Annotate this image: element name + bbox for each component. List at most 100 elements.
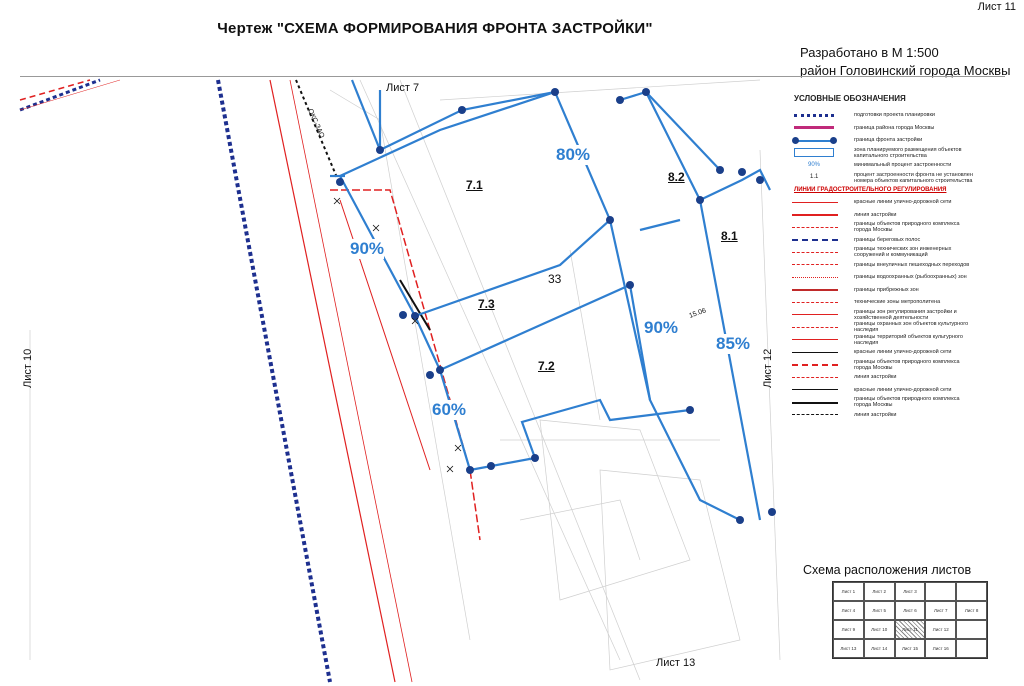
regulation-legend-item: линия застройки (782, 371, 978, 384)
regulation-legend-item: границы объектов природного комплекса го… (782, 359, 978, 372)
scheme-cell (956, 639, 987, 658)
scheme-cell: Лист 5 (863, 601, 895, 620)
regulation-legend-item: красные линии улично-дорожной сети (782, 346, 978, 359)
regulation-line-icon (782, 384, 848, 395)
red-lines (19, 79, 481, 683)
percent-label-90-right: 90% (644, 318, 679, 338)
regulation-line-icon (782, 397, 848, 408)
regulation-line-icon (782, 334, 848, 345)
regulation-legend-item: границы береговых полос (782, 234, 978, 247)
regulation-line-icon (782, 259, 848, 270)
dotted-blue-line-icon (782, 135, 848, 146)
scheme-cell: Лист 13 (833, 639, 864, 658)
legend-title: УСЛОВНЫЕ ОБОЗНАЧЕНИЯ (794, 94, 906, 103)
sheet-right-label: Лист 12 (762, 348, 774, 388)
regulation-legend-item: границы технических зон инженерных соору… (782, 246, 978, 259)
regulation-line-icon (782, 372, 848, 383)
percent-label-60: 60% (432, 400, 467, 420)
scheme-cell: Лист 8 (956, 601, 987, 620)
sheet-left-label: Лист 10 (22, 348, 34, 388)
regulation-line-icon (782, 209, 848, 220)
scheme-cell: Лист 4 (833, 601, 864, 620)
regulation-legend-item: границы водоохранных (рыбоохранных) зон (782, 271, 978, 284)
scheme-cell: Лист 1 (833, 582, 864, 601)
scheme-cell (956, 620, 987, 639)
sheet-top-label: Лист 7 (386, 82, 420, 94)
regulation-legend-item: технические зоны метрополитена (782, 296, 978, 309)
regulation-line-icon (782, 222, 848, 233)
scheme-cell: Лист 10 (863, 620, 895, 639)
legend-item: зона планируемого размещения объектов ка… (782, 147, 978, 160)
legend-item: подготовки проекта планировки (782, 109, 978, 122)
regulation-line-icon (782, 234, 848, 245)
scheme-title: Схема расположения листов (803, 563, 972, 577)
zone-8-2: 8.2 (668, 170, 685, 184)
number-icon: 1.1 (810, 174, 819, 181)
frontage-lines (330, 79, 771, 521)
regulation-legend-item: линия застройки (782, 409, 978, 422)
scheme-cell: Лист 11 (894, 620, 926, 639)
regulation-line-icon (782, 347, 848, 358)
regulation-line-icon (782, 309, 848, 320)
regulation-line-icon (782, 409, 848, 420)
scheme-cell: Лист 3 (894, 582, 926, 601)
blue-rectangle-icon (782, 147, 848, 158)
percent-label-80: 80% (556, 145, 591, 165)
sheet-bottom-label: Лист 13 (656, 657, 696, 669)
legend-item: 90% минимальный процент застроенности (782, 159, 978, 172)
x-marks (333, 197, 462, 473)
scale-label: Разработано в М 1:500 (800, 45, 939, 60)
regulation-legend-item: границы объектов природного комплекса го… (782, 396, 978, 409)
boundary-dotted-line (216, 79, 332, 683)
navy-dotted-line-icon (782, 110, 848, 121)
regulation-legend-item: границы прибрежных зон (782, 284, 978, 297)
regulation-legend-item: красные линии улично-дорожной сети (782, 196, 978, 209)
map-frame (20, 76, 1005, 677)
legend-item: 1.1 процент застроенности фронта не уста… (782, 172, 978, 185)
road-line (295, 79, 431, 331)
percent-label-90-left: 90% (350, 239, 385, 259)
scheme-cell: Лист 15 (894, 639, 926, 658)
road-label: ОКС-ЗАО (306, 108, 325, 140)
scheme-cell: Лист 9 (833, 620, 864, 639)
district-label: район Головинский города Москвы (800, 63, 1011, 78)
center-number: 33 (548, 272, 562, 286)
regulation-line-icon (782, 297, 848, 308)
regulation-legend-item: границы внеуличных пешеходных переходов (782, 259, 978, 272)
regulation-legend-item: границы объектов природного комплекса го… (782, 221, 978, 234)
regulation-line-icon (782, 247, 848, 258)
scheme-cell: Лист 16 (925, 639, 957, 658)
scheme-cell: Лист 12 (925, 620, 957, 639)
pink-line-icon (782, 122, 848, 133)
scheme-cell: Лист 14 (863, 639, 895, 658)
legend-item: граница фронта застройки (782, 134, 978, 147)
percent-icon: 90% (808, 161, 821, 168)
zone-8-1: 8.1 (721, 229, 738, 243)
percent-label-85: 85% (716, 334, 751, 354)
scheme-cell (925, 582, 957, 601)
regulation-legend-item: красные линии улично-дорожной сети (782, 384, 978, 397)
drawing-title: Чертеж "СХЕМА ФОРМИРОВАНИЯ ФРОНТА ЗАСТРО… (217, 20, 653, 37)
scheme-cell: Лист 6 (894, 601, 926, 620)
dimension-label: 15.06 (688, 307, 707, 320)
legend-subtitle: ЛИНИИ ГРАДОСТРОИТЕЛЬНОГО РЕГУЛИРОВАНИЯ (794, 187, 947, 193)
regulation-line-icon (782, 322, 848, 333)
regulation-legend-item: линия застройки (782, 209, 978, 222)
legend: УСЛОВНЫЕ ОБОЗНАЧЕНИЯ подготовки проекта … (782, 90, 978, 530)
sheet-number: Лист 11 (977, 1, 1016, 13)
frontage-nodes (336, 88, 776, 524)
scheme-cell (956, 582, 987, 601)
regulation-line-icon (782, 272, 848, 283)
zone-7-2: 7.2 (538, 359, 555, 373)
zone-7-1: 7.1 (466, 178, 483, 192)
regulation-line-icon (782, 284, 848, 295)
regulation-line-icon (782, 197, 848, 208)
developer-info: Разработано в М 1:500 район Головинский … (800, 44, 1010, 80)
zone-7-3: 7.3 (478, 297, 495, 311)
legend-item: граница района города Москвы (782, 122, 978, 135)
regulation-legend-item: границы зон регулирования застройки и хо… (782, 309, 978, 322)
background-buildings (29, 79, 781, 681)
regulation-legend-item: границы охранных зон объектов культурног… (782, 321, 978, 334)
